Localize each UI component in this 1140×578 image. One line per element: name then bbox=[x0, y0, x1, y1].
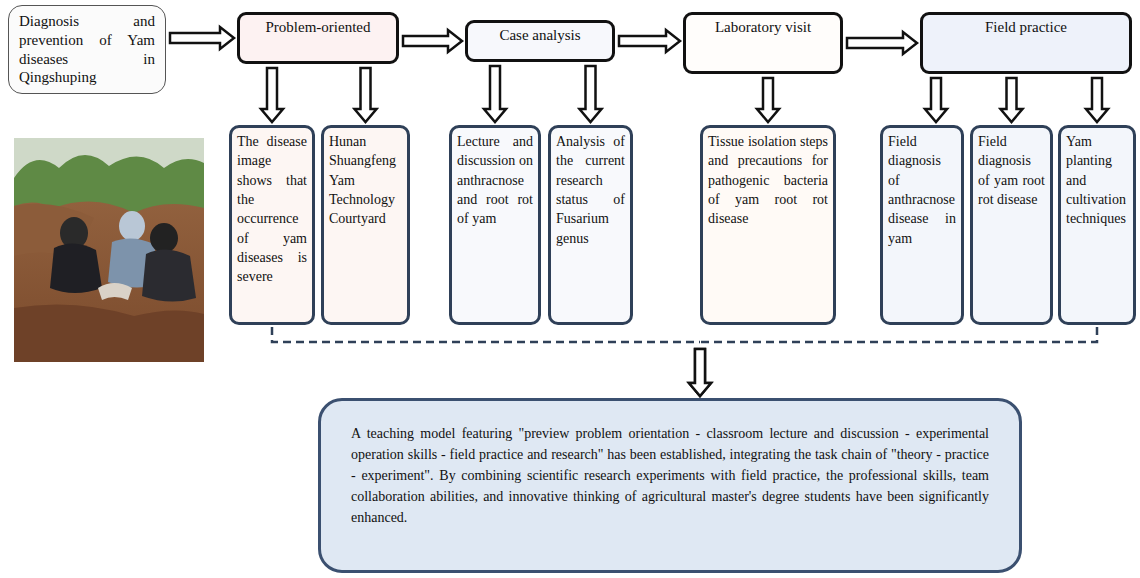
connector bbox=[925, 78, 947, 122]
activity-box: Yam planting and cultivation techniques bbox=[1058, 125, 1136, 325]
block-arrow bbox=[170, 27, 234, 49]
node-text: The disease image shows that the occurre… bbox=[237, 132, 307, 287]
block-arrow bbox=[689, 349, 711, 396]
connector bbox=[261, 68, 283, 122]
node-text: A teaching model featuring "preview prob… bbox=[351, 423, 989, 528]
block-arrow bbox=[484, 66, 506, 122]
node-text: Hunan Shuangfeng Yam Technology Courtyar… bbox=[329, 132, 402, 229]
node-text: Lecture and discussion on anthracnose an… bbox=[457, 132, 533, 229]
person-body bbox=[142, 249, 196, 301]
block-arrow bbox=[261, 68, 283, 122]
connector bbox=[580, 66, 602, 122]
block-arrow bbox=[355, 68, 377, 122]
activity-box: The disease image shows that the occurre… bbox=[229, 125, 315, 325]
connector bbox=[847, 32, 917, 54]
node-text: Laboratory visit bbox=[694, 18, 832, 37]
activity-box: Analysis of the current research status … bbox=[548, 125, 633, 325]
node-text: Tissue isolation steps and precautions f… bbox=[708, 132, 828, 229]
connector bbox=[272, 327, 711, 396]
person-body bbox=[50, 243, 102, 293]
connector bbox=[1086, 78, 1108, 122]
stage-box: Laboratory visit bbox=[683, 12, 843, 74]
connector bbox=[689, 327, 1097, 396]
stage-box: Field practice bbox=[920, 12, 1132, 74]
connector bbox=[1001, 78, 1023, 122]
field-photo bbox=[14, 138, 204, 362]
stage-box: Problem-oriented bbox=[237, 12, 399, 64]
topic-box: Diagnosis and prevention of Yam diseases… bbox=[8, 5, 166, 94]
connector bbox=[403, 30, 462, 52]
connector bbox=[619, 30, 680, 52]
dashed-bracket bbox=[700, 327, 1097, 342]
block-arrow bbox=[757, 78, 779, 122]
activity-box: Tissue isolation steps and precautions f… bbox=[700, 125, 836, 325]
block-arrow bbox=[619, 30, 680, 52]
block-arrow bbox=[403, 30, 462, 52]
block-arrow bbox=[580, 66, 602, 122]
activity-box: Lecture and discussion on anthracnose an… bbox=[449, 125, 541, 325]
activity-box: Field diagnosis of anthracnose disease i… bbox=[880, 125, 964, 325]
activity-box: Field diagnosis of yam root rot disease bbox=[970, 125, 1053, 325]
node-text: Yam planting and cultivation techniques bbox=[1066, 132, 1128, 229]
node-text: Field diagnosis of yam root rot disease bbox=[978, 132, 1045, 209]
node-text: Field diagnosis of anthracnose disease i… bbox=[888, 132, 956, 248]
node-text: Problem-oriented bbox=[248, 18, 388, 37]
connector bbox=[757, 78, 779, 122]
connector bbox=[484, 66, 506, 122]
block-arrow bbox=[925, 78, 947, 122]
dashed-bracket bbox=[272, 327, 700, 342]
block-arrow bbox=[1086, 78, 1108, 122]
connector bbox=[170, 27, 234, 49]
node-text: Case analysis bbox=[476, 26, 604, 45]
block-arrow bbox=[689, 349, 711, 396]
sample-bag bbox=[98, 283, 132, 300]
summary-box: A teaching model featuring "preview prob… bbox=[318, 398, 1022, 573]
person-head bbox=[150, 223, 178, 253]
node-text: Diagnosis and prevention of Yam diseases… bbox=[19, 12, 155, 87]
connector bbox=[355, 68, 377, 122]
node-text: Field practice bbox=[931, 18, 1121, 37]
activity-box: Hunan Shuangfeng Yam Technology Courtyar… bbox=[321, 125, 410, 325]
node-text: Analysis of the current research status … bbox=[556, 132, 625, 248]
soil-pit bbox=[14, 304, 204, 362]
block-arrow bbox=[1001, 78, 1023, 122]
block-arrow bbox=[847, 32, 917, 54]
person-head bbox=[119, 211, 145, 241]
stage-box: Case analysis bbox=[465, 20, 615, 62]
soil bbox=[14, 138, 204, 362]
